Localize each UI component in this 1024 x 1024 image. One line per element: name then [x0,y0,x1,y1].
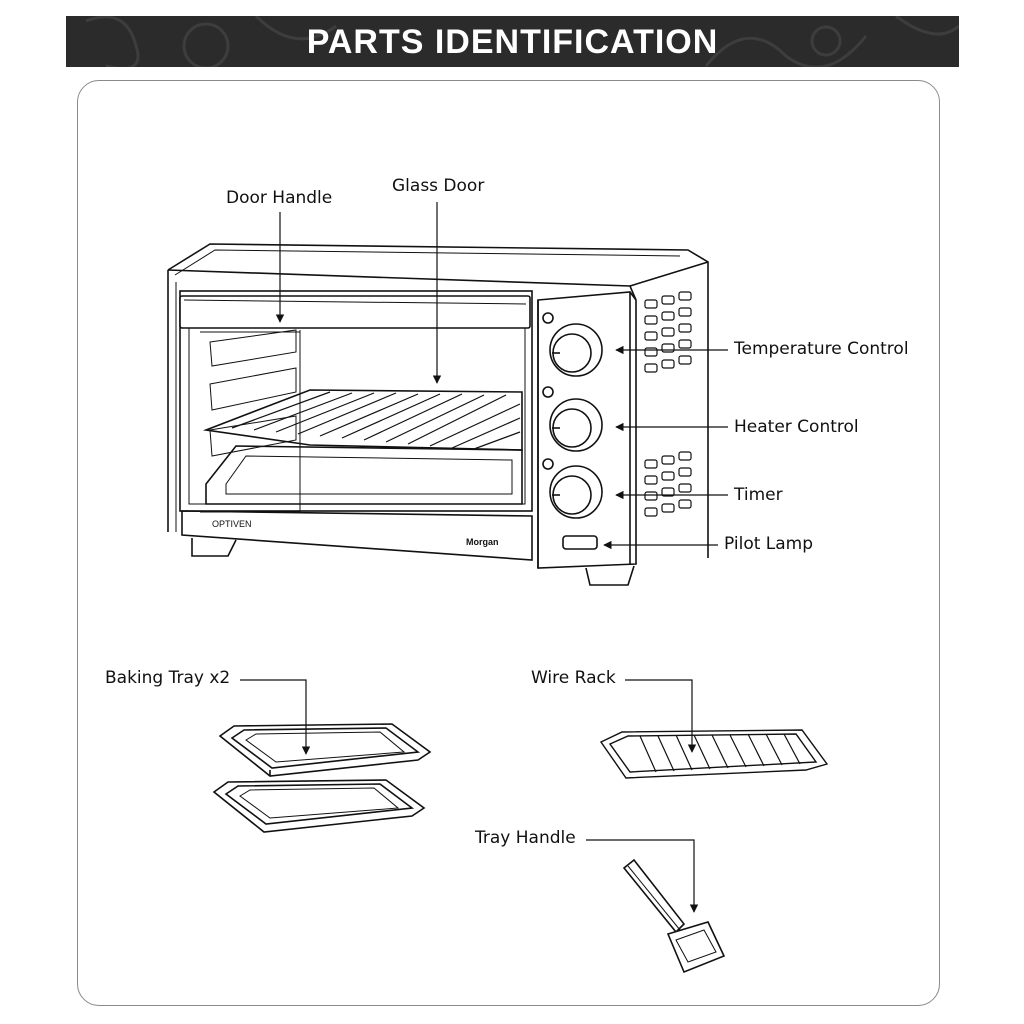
label-temperature-control: Temperature Control [734,339,909,359]
label-glass-door: Glass Door [392,176,485,196]
pilot-lamp-shape [562,535,598,550]
baking-tray-leader [240,679,311,755]
page-title: PARTS IDENTIFICATION [306,23,719,61]
brand-maker: Morgan [466,537,499,547]
door-handle-shape [179,295,531,329]
oven-illustration [167,243,709,586]
label-wire-rack: Wire Rack [531,668,616,688]
brand-model: OPTIVEN [212,519,252,529]
wire-rack-leader [625,679,697,753]
label-pilot-lamp: Pilot Lamp [724,534,814,554]
tray-handle [622,858,726,974]
label-timer: Timer [734,485,783,505]
label-tray-handle: Tray Handle [475,828,576,848]
callout-lines [240,202,728,913]
diagram-panel [77,80,940,1006]
label-baking-tray: Baking Tray x2 [105,668,231,688]
baking-trays [212,723,432,833]
banner-ornament [85,16,959,67]
wire-rack [599,729,829,779]
header-banner: PARTS IDENTIFICATION [66,16,959,67]
label-door-handle: Door Handle [226,188,333,208]
label-heater-control: Heater Control [734,417,859,437]
tray-handle-leader [586,839,699,913]
